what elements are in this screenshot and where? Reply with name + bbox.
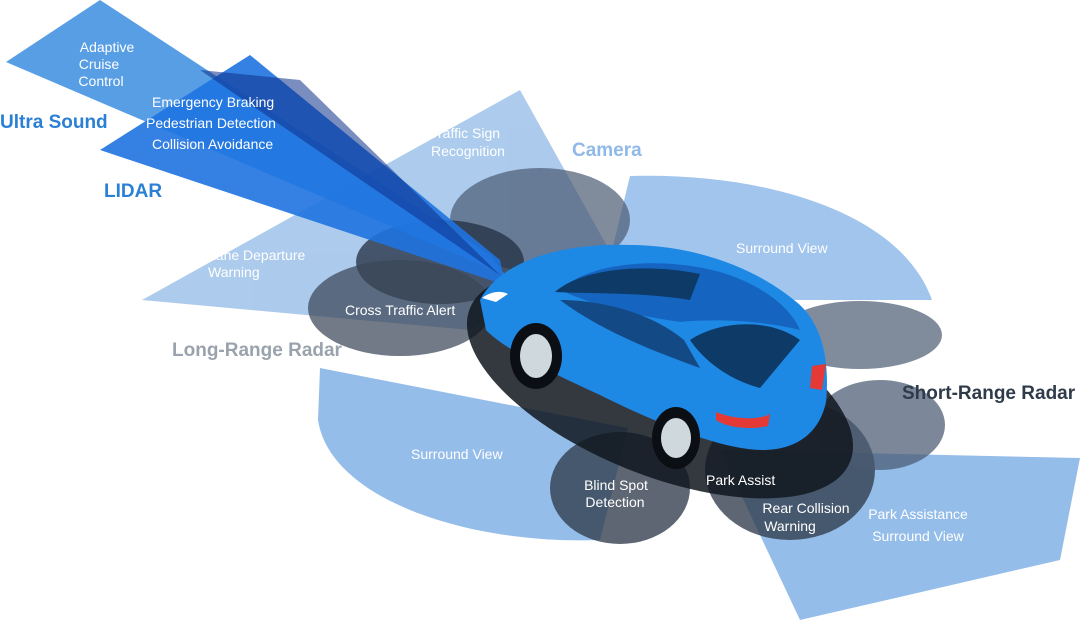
function-label-line: Traffic Sign <box>430 125 500 141</box>
function-adaptive-cruise: Adaptive Cruise Control <box>78 39 134 89</box>
function-park-assist: Park Assist <box>706 472 775 488</box>
function-label-line: Lane Departure <box>208 247 306 263</box>
function-pedestrian-detection: Pedestrian Detection <box>146 115 276 131</box>
function-label-line: Park Assistance <box>868 506 968 522</box>
car-taillight <box>716 412 770 428</box>
function-label-line: Warning <box>764 518 816 534</box>
car <box>480 244 827 469</box>
function-park-assistance: Park Assistance Surround View <box>868 506 968 544</box>
function-label-line: Recognition <box>431 143 505 159</box>
function-cross-traffic-alert: Cross Traffic Alert <box>345 302 455 318</box>
function-emergency-braking: Emergency Braking <box>152 94 274 110</box>
function-surround-view-left: Surround View <box>411 446 503 462</box>
function-collision-avoidance: Collision Avoidance <box>152 136 273 152</box>
sensor-label-long-range-radar: Long-Range Radar <box>172 340 343 361</box>
radar-zone-front-left <box>308 260 492 356</box>
function-label-line: Surround View <box>872 528 964 544</box>
sensor-label-camera: Camera <box>572 140 642 161</box>
function-surround-view-right: Surround View <box>736 240 828 256</box>
function-label-line: Warning <box>208 264 260 280</box>
beam-core <box>200 70 500 275</box>
function-label-line: Detection <box>585 494 644 510</box>
car-wheel-front-rim <box>520 334 552 378</box>
car-side-window <box>560 300 700 368</box>
car-windshield <box>555 268 700 300</box>
lidar-beam <box>100 55 505 285</box>
function-label-line: Cruise <box>79 56 120 72</box>
function-traffic-sign: Traffic Sign Recognition <box>430 125 505 159</box>
function-label-line: Rear Collision <box>762 500 849 516</box>
function-rear-collision: Rear Collision Warning <box>762 500 849 534</box>
sensor-label-ultra-sound: Ultra Sound <box>0 112 108 133</box>
function-label-line: Adaptive <box>80 39 135 55</box>
beams <box>6 0 505 285</box>
sensor-label-lidar: LIDAR <box>104 181 162 202</box>
car-taillight-side <box>810 364 826 390</box>
car-rear-window <box>690 324 800 388</box>
function-lane-departure: Lane Departure Warning <box>208 247 306 280</box>
function-label-line: Control <box>78 73 123 89</box>
function-blind-spot: Blind Spot Detection <box>584 477 648 510</box>
function-label-line: Blind Spot <box>584 477 648 493</box>
camera-zone-left <box>318 368 628 541</box>
sensor-label-short-range-radar: Short-Range Radar <box>902 383 1076 404</box>
car-wheel-rear-rim <box>661 418 691 458</box>
car-headlight <box>482 291 508 302</box>
